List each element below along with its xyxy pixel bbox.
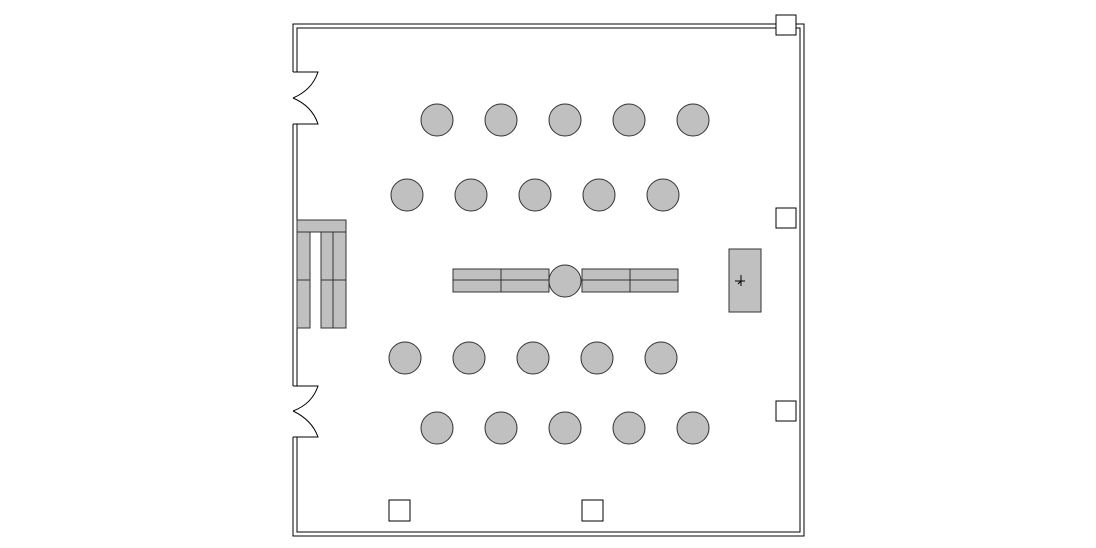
door-bottom-lower-leaf <box>292 410 319 438</box>
head-table <box>452 264 679 298</box>
guest-round-table <box>548 103 582 137</box>
buffet-tables <box>296 219 347 329</box>
guest-round-table <box>676 103 710 137</box>
guest-tables <box>388 103 710 445</box>
guest-round-table <box>518 178 552 212</box>
column-bottom-left <box>388 499 411 522</box>
column-right-upper <box>775 207 797 229</box>
buffet-table-right-lower <box>332 279 347 329</box>
door-bottom-upper-leaf <box>292 385 319 412</box>
microphone-icon <box>735 275 745 286</box>
buffet-table-left-upper <box>296 231 311 281</box>
guest-round-table <box>676 411 710 445</box>
lectern[interactable] <box>728 248 762 313</box>
door-bottom[interactable] <box>292 385 319 438</box>
column-top-right <box>775 14 797 36</box>
columns <box>388 14 797 522</box>
head-table-round <box>548 264 582 298</box>
guest-round-table <box>580 341 614 375</box>
buffet-table-left-lower <box>296 279 311 329</box>
buffet-table-mid-lower <box>320 279 334 329</box>
guest-round-table <box>644 341 678 375</box>
guest-round-table <box>612 103 646 137</box>
guest-round-table <box>548 411 582 445</box>
guest-round-table <box>582 178 616 212</box>
door-top-lower-leaf <box>292 97 319 125</box>
guest-round-table <box>420 411 454 445</box>
guest-round-table <box>388 341 422 375</box>
guest-round-table <box>612 411 646 445</box>
door-top[interactable] <box>292 71 319 125</box>
column-bottom-center <box>581 499 604 522</box>
guest-round-table <box>452 341 486 375</box>
column-right-lower <box>775 400 797 422</box>
buffet-table-top <box>296 219 347 233</box>
guest-round-table <box>516 341 550 375</box>
guest-round-table <box>646 178 680 212</box>
door-top-upper-leaf <box>292 71 319 99</box>
buffet-table-right-upper <box>332 231 347 281</box>
buffet-table-mid-upper <box>320 231 334 281</box>
guest-round-table <box>484 103 518 137</box>
guest-round-table <box>390 178 424 212</box>
guest-round-table <box>484 411 518 445</box>
guest-round-table <box>420 103 454 137</box>
guest-round-table <box>454 178 488 212</box>
wall-outer <box>292 23 805 537</box>
